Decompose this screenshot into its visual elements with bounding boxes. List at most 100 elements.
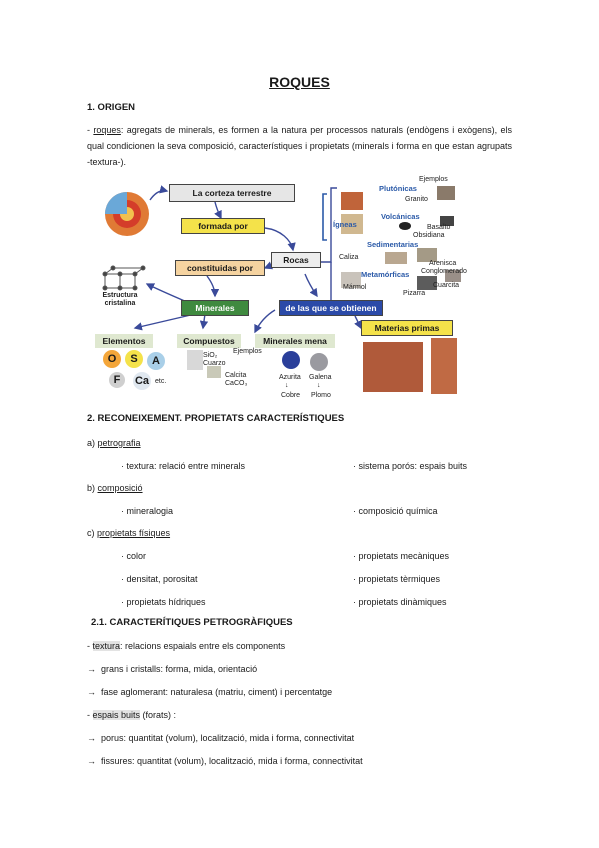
list-item: · densitat, porositat — [121, 574, 198, 584]
element-a: A — [147, 352, 165, 370]
pizarra-icon — [417, 276, 437, 290]
label-galena: Galena — [309, 374, 332, 381]
label-granito: Granito — [405, 196, 428, 203]
label-basalto: Basalto — [427, 224, 451, 231]
box-elementos: Elementos — [95, 334, 153, 348]
earth-globe-icon — [105, 192, 149, 236]
subsection-b: b) composició — [87, 480, 143, 496]
box-de-las-que: de las que se obtienen — [279, 300, 383, 316]
textura-text: : relacions espaials entre els component… — [120, 641, 286, 651]
label-sedimentarias: Sedimentarias — [367, 240, 419, 249]
line-text: grans i cristalls: forma, mida, orientac… — [101, 664, 258, 674]
bricks-icon — [363, 342, 423, 392]
list-item: · propietats mecàniques — [353, 551, 450, 561]
box-compuestos: Compuestos — [177, 334, 241, 348]
label-volcanicas: Volcánicas — [381, 212, 420, 221]
buits-prefix: - — [87, 710, 93, 720]
label-marmol: Mármol — [343, 284, 367, 291]
label-sio2: SiO₂ — [203, 352, 218, 359]
textura-line: - textura: relacions espaials entre els … — [87, 638, 285, 654]
list-item: · sistema porós: espais buits — [353, 461, 468, 471]
buits-text: (forats) : — [140, 710, 177, 720]
arrow-line-4: → fissures: quantitat (volum), localitza… — [87, 753, 363, 769]
caliza-icon — [385, 252, 407, 264]
list-item: · color — [121, 551, 147, 561]
subsection-a-prefix: a) — [87, 438, 98, 448]
box-constituidas-por: constituidas por — [175, 260, 265, 276]
granito-icon — [437, 186, 455, 200]
label-obsidiana: Obsidiana — [413, 232, 445, 239]
galena-icon — [310, 353, 328, 371]
subsection-b-prefix: b) — [87, 483, 98, 493]
element-f: F — [109, 372, 125, 388]
list-item: · propietats hídriques — [121, 597, 206, 607]
arrow-right-icon: → — [87, 687, 96, 697]
label-ejemplos-top: Ejemplos — [419, 176, 448, 183]
box-minerales: Minerales — [181, 300, 249, 316]
label-estructura: Estructura cristalina — [102, 292, 138, 307]
arrow-line-1: → grans i cristalls: forma, mida, orient… — [87, 661, 257, 677]
label-caliza: Caliza — [339, 254, 359, 261]
obsidiana-icon — [399, 222, 411, 230]
element-o: O — [103, 350, 121, 368]
arrow-galena: ↓ — [317, 382, 321, 389]
list-item: · composició química — [353, 506, 438, 516]
section-heading-reconeixement: 2. RECONEIXEMENT. PROPIETATS CARACTERÍST… — [87, 413, 345, 424]
subsection-a: a) petrografia — [87, 435, 141, 451]
section-heading-origen: 1. ORIGEN — [87, 102, 136, 113]
rock-sample-icon — [341, 192, 363, 210]
box-rocas: Rocas — [271, 252, 321, 268]
list-item: · propietats dinàmiques — [353, 597, 447, 607]
para-prefix: - — [87, 125, 94, 135]
arrow-right-icon: → — [87, 756, 96, 766]
label-ejemplos-mid: Ejemplos — [233, 348, 262, 355]
subsection-b-label: composició — [97, 483, 143, 493]
subsection-c-label: propietats físiques — [97, 528, 171, 538]
term-espais-buits: espais buits — [92, 710, 141, 720]
label-cuarcita: Cuarcita — [433, 282, 460, 289]
basalto-icon — [440, 216, 454, 226]
cuarcita-icon — [445, 270, 461, 282]
label-conglomerado: Conglomerado — [421, 268, 467, 275]
section-heading-petrografiques: 2.1. CARACTERÍTIQUES PETROGRÀFIQUES — [91, 617, 293, 628]
subsection-c: c) propietats físiques — [87, 525, 170, 541]
textura-prefix: - — [87, 641, 93, 651]
list-item: · textura: relació entre minerals — [121, 461, 246, 471]
arrow-right-icon: → — [87, 664, 96, 674]
buits-line: - espais buits (forats) : — [87, 707, 176, 723]
arrow-azurita: ↓ — [285, 382, 289, 389]
crystal-structure-icon — [102, 265, 146, 291]
list-item: · mineralogia — [121, 506, 174, 516]
element-s: S — [125, 350, 143, 368]
element-ca: Ca — [133, 372, 151, 390]
list-item: · propietats tèrmiques — [353, 574, 441, 584]
label-plutonicas: Plutónicas — [379, 184, 417, 193]
label-arenisca: Arenisca — [429, 260, 457, 267]
page-title: ROQUES — [269, 74, 330, 90]
bricks-icon — [431, 338, 457, 394]
label-metamorficas: Metamórficas — [361, 270, 410, 279]
label-cobre: Cobre — [281, 392, 301, 399]
line-text: porus: quantitat (volum), localització, … — [101, 733, 355, 743]
arenisca-icon — [417, 248, 437, 262]
azurita-icon — [282, 351, 300, 369]
calcita-icon — [207, 366, 221, 378]
label-igneas: Ígneas — [333, 220, 357, 229]
box-minerales-mena: Minerales mena — [255, 334, 335, 348]
label-calcita: Calcita — [225, 372, 247, 379]
label-cuarzo: Cuarzo — [203, 360, 226, 367]
para-text: : agregats de minerals, es formen a la n… — [87, 125, 512, 167]
subsection-c-prefix: c) — [87, 528, 97, 538]
rocks-concept-diagram: La corteza terrestre formada por Rocas c… — [95, 176, 495, 404]
label-azurita: Azurita — [279, 374, 301, 381]
line-text: fase aglomerant: naturalesa (matriu, cim… — [101, 687, 333, 697]
term-roques: roques — [93, 125, 121, 135]
subsection-a-label: petrografia — [97, 438, 141, 448]
box-formada-por: formada por — [181, 218, 265, 234]
label-plomo: Plomo — [311, 392, 331, 399]
label-caco3: CaCO₃ — [225, 380, 248, 387]
term-textura: textura — [92, 641, 121, 651]
diagram-connectors — [102, 185, 461, 394]
line-text: fissures: quantitat (volum), localitzaci… — [101, 756, 363, 766]
arrow-line-2: → fase aglomerant: naturalesa (matriu, c… — [87, 684, 332, 700]
